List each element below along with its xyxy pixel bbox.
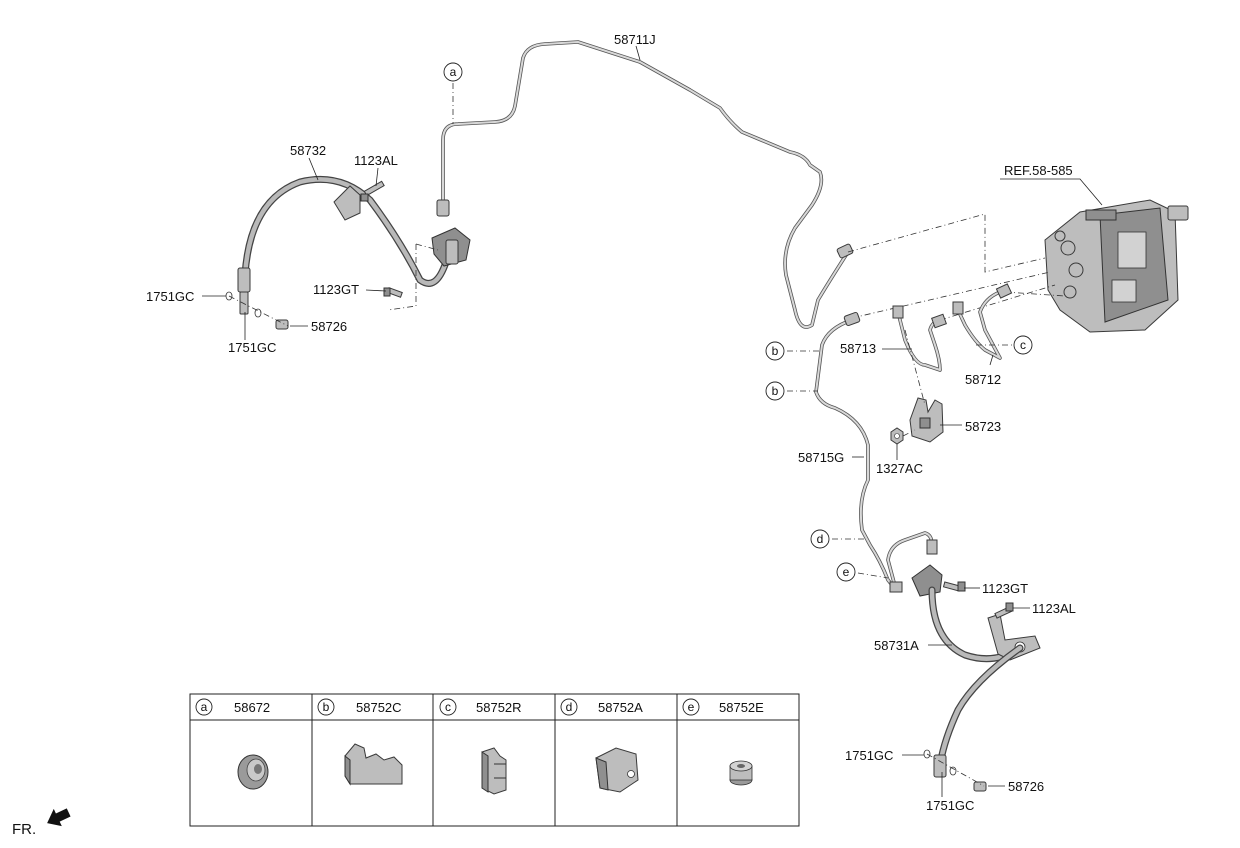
marker-b-lower: b [765,381,785,401]
svg-text:b: b [772,384,779,398]
brake-pipe-58712 [952,283,1013,360]
bracket-58723 [909,397,944,443]
legend-cell-e: e 58752E [682,698,764,786]
label-1123GT-bottom: 1123GT [982,581,1028,596]
hydraulic-unit-module [1044,199,1189,333]
front-direction-indicator: FR. [12,808,71,838]
label-1751GC-top-bottom: 1751GC [228,340,276,355]
legend-letter: a [201,700,208,714]
clip-icon [595,747,639,793]
brake-hose-58731A [911,564,1041,778]
brake-pipe-58711J [436,40,854,329]
brake-pipe-58713 [892,305,947,372]
bolt-1123AL-bottom [994,602,1014,619]
label-1751GC-top-left: 1751GC [146,289,194,304]
marker-a: a [443,62,463,82]
legend-part: 58752E [719,700,764,715]
label-58712: 58712 [965,372,1001,387]
marker-c: c [1013,335,1033,355]
svg-text:a: a [450,65,457,79]
legend-letter: d [566,700,573,714]
bushing-icon [729,760,753,786]
legend-table: a 58672 b 58752C c 58752R [189,693,800,827]
label-58711J: 58711J [614,32,656,47]
legend-letter: c [445,700,451,714]
svg-text:c: c [1020,338,1026,352]
leader-lines [202,45,1103,797]
legend-letter: b [323,700,330,714]
washers-top [225,291,289,330]
bolt-1123AL-top [360,180,385,202]
label-58713: 58713 [840,341,876,356]
brake-pipe-58715G [814,311,938,593]
label-1751GC-bottom-bottom: 1751GC [926,798,974,813]
label-58726-bottom: 58726 [1008,779,1044,794]
legend-cell-b: b 58752C [317,698,403,786]
nut-1327AC [890,427,904,445]
label-1751GC-bottom-left: 1751GC [845,748,893,763]
marker-d: d [810,529,830,549]
svg-text:b: b [772,344,779,358]
label-58715G: 58715G [798,450,844,465]
label-1123AL-top: 1123AL [354,153,398,168]
svg-text:e: e [843,565,850,579]
legend-letter: e [688,700,695,714]
legend-cell-c: c 58752R [439,698,522,795]
label-1123AL-bottom: 1123AL [1032,601,1076,616]
clip-icon [344,743,403,786]
legend-part: 58672 [234,700,270,715]
legend-cell-d: d 58752A [560,698,643,793]
front-arrow-icon [47,808,71,827]
label-ref: REF.58-585 [1004,163,1073,178]
label-58723: 58723 [965,419,1001,434]
bleeder-58726-bottom [973,781,987,792]
label-1327AC: 1327AC [876,461,923,476]
clip-icon [481,747,507,795]
legend-part: 58752A [598,700,643,715]
grommet-icon [237,754,269,790]
washers-bottom [923,749,987,792]
bolt-1123GT-bottom [942,581,966,592]
marker-b-upper: b [765,341,785,361]
label-58726-top: 58726 [311,319,347,334]
direction-label: FR. [12,821,36,838]
legend-part: 58752C [356,700,402,715]
svg-text:d: d [817,532,824,546]
legend-part: 58752R [476,700,522,715]
label-58732: 58732 [290,143,326,158]
label-1123GT-top: 1123GT [313,282,359,297]
bolt-1123GT-top [383,287,403,298]
bleeder-58726-top [275,319,289,330]
legend-cell-a: a 58672 [195,698,270,790]
marker-e: e [836,562,856,582]
label-58731A: 58731A [874,638,919,653]
